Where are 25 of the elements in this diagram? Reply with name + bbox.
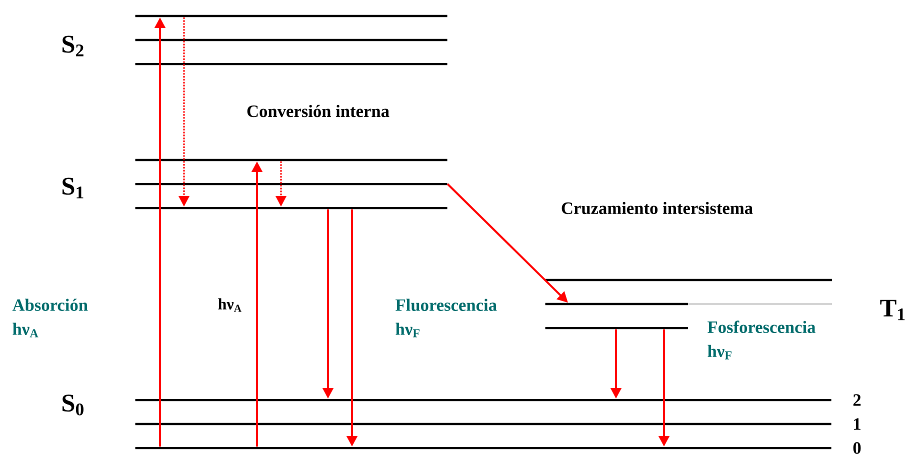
energy-level xyxy=(135,158,448,162)
process-label: Cruzamiento intersistema xyxy=(562,202,753,214)
energy-level xyxy=(135,38,448,42)
energy-level xyxy=(135,14,448,18)
level-number: 0 xyxy=(853,442,861,454)
transition-label: Fluorescencia hν$_{F}$ xyxy=(396,298,497,338)
energy-level xyxy=(545,278,832,282)
energy-level xyxy=(135,182,448,186)
level-number: 2 xyxy=(853,394,861,406)
level-number: 1 xyxy=(854,418,860,430)
process-label: Conversión interna xyxy=(247,104,390,118)
state-label: S$_{1}$ xyxy=(62,178,84,198)
energy-level xyxy=(545,326,688,330)
energy-level xyxy=(135,422,832,426)
state-label: S$_{2}$ xyxy=(62,36,84,56)
energy-level xyxy=(135,446,832,450)
energy-level xyxy=(135,398,832,402)
edge-label: hν$_{A}$ xyxy=(216,296,244,314)
state-label: S$_{0}$ xyxy=(62,394,84,416)
transition-label: Absorción hν$_{A}$ xyxy=(12,298,88,338)
energy-level xyxy=(545,302,832,306)
energy-level xyxy=(135,206,448,210)
energy-level xyxy=(135,62,448,66)
state-label: T$_{1}$ xyxy=(880,300,905,320)
transition-label: Fosforescencia hν$_{F}$ xyxy=(708,320,816,360)
